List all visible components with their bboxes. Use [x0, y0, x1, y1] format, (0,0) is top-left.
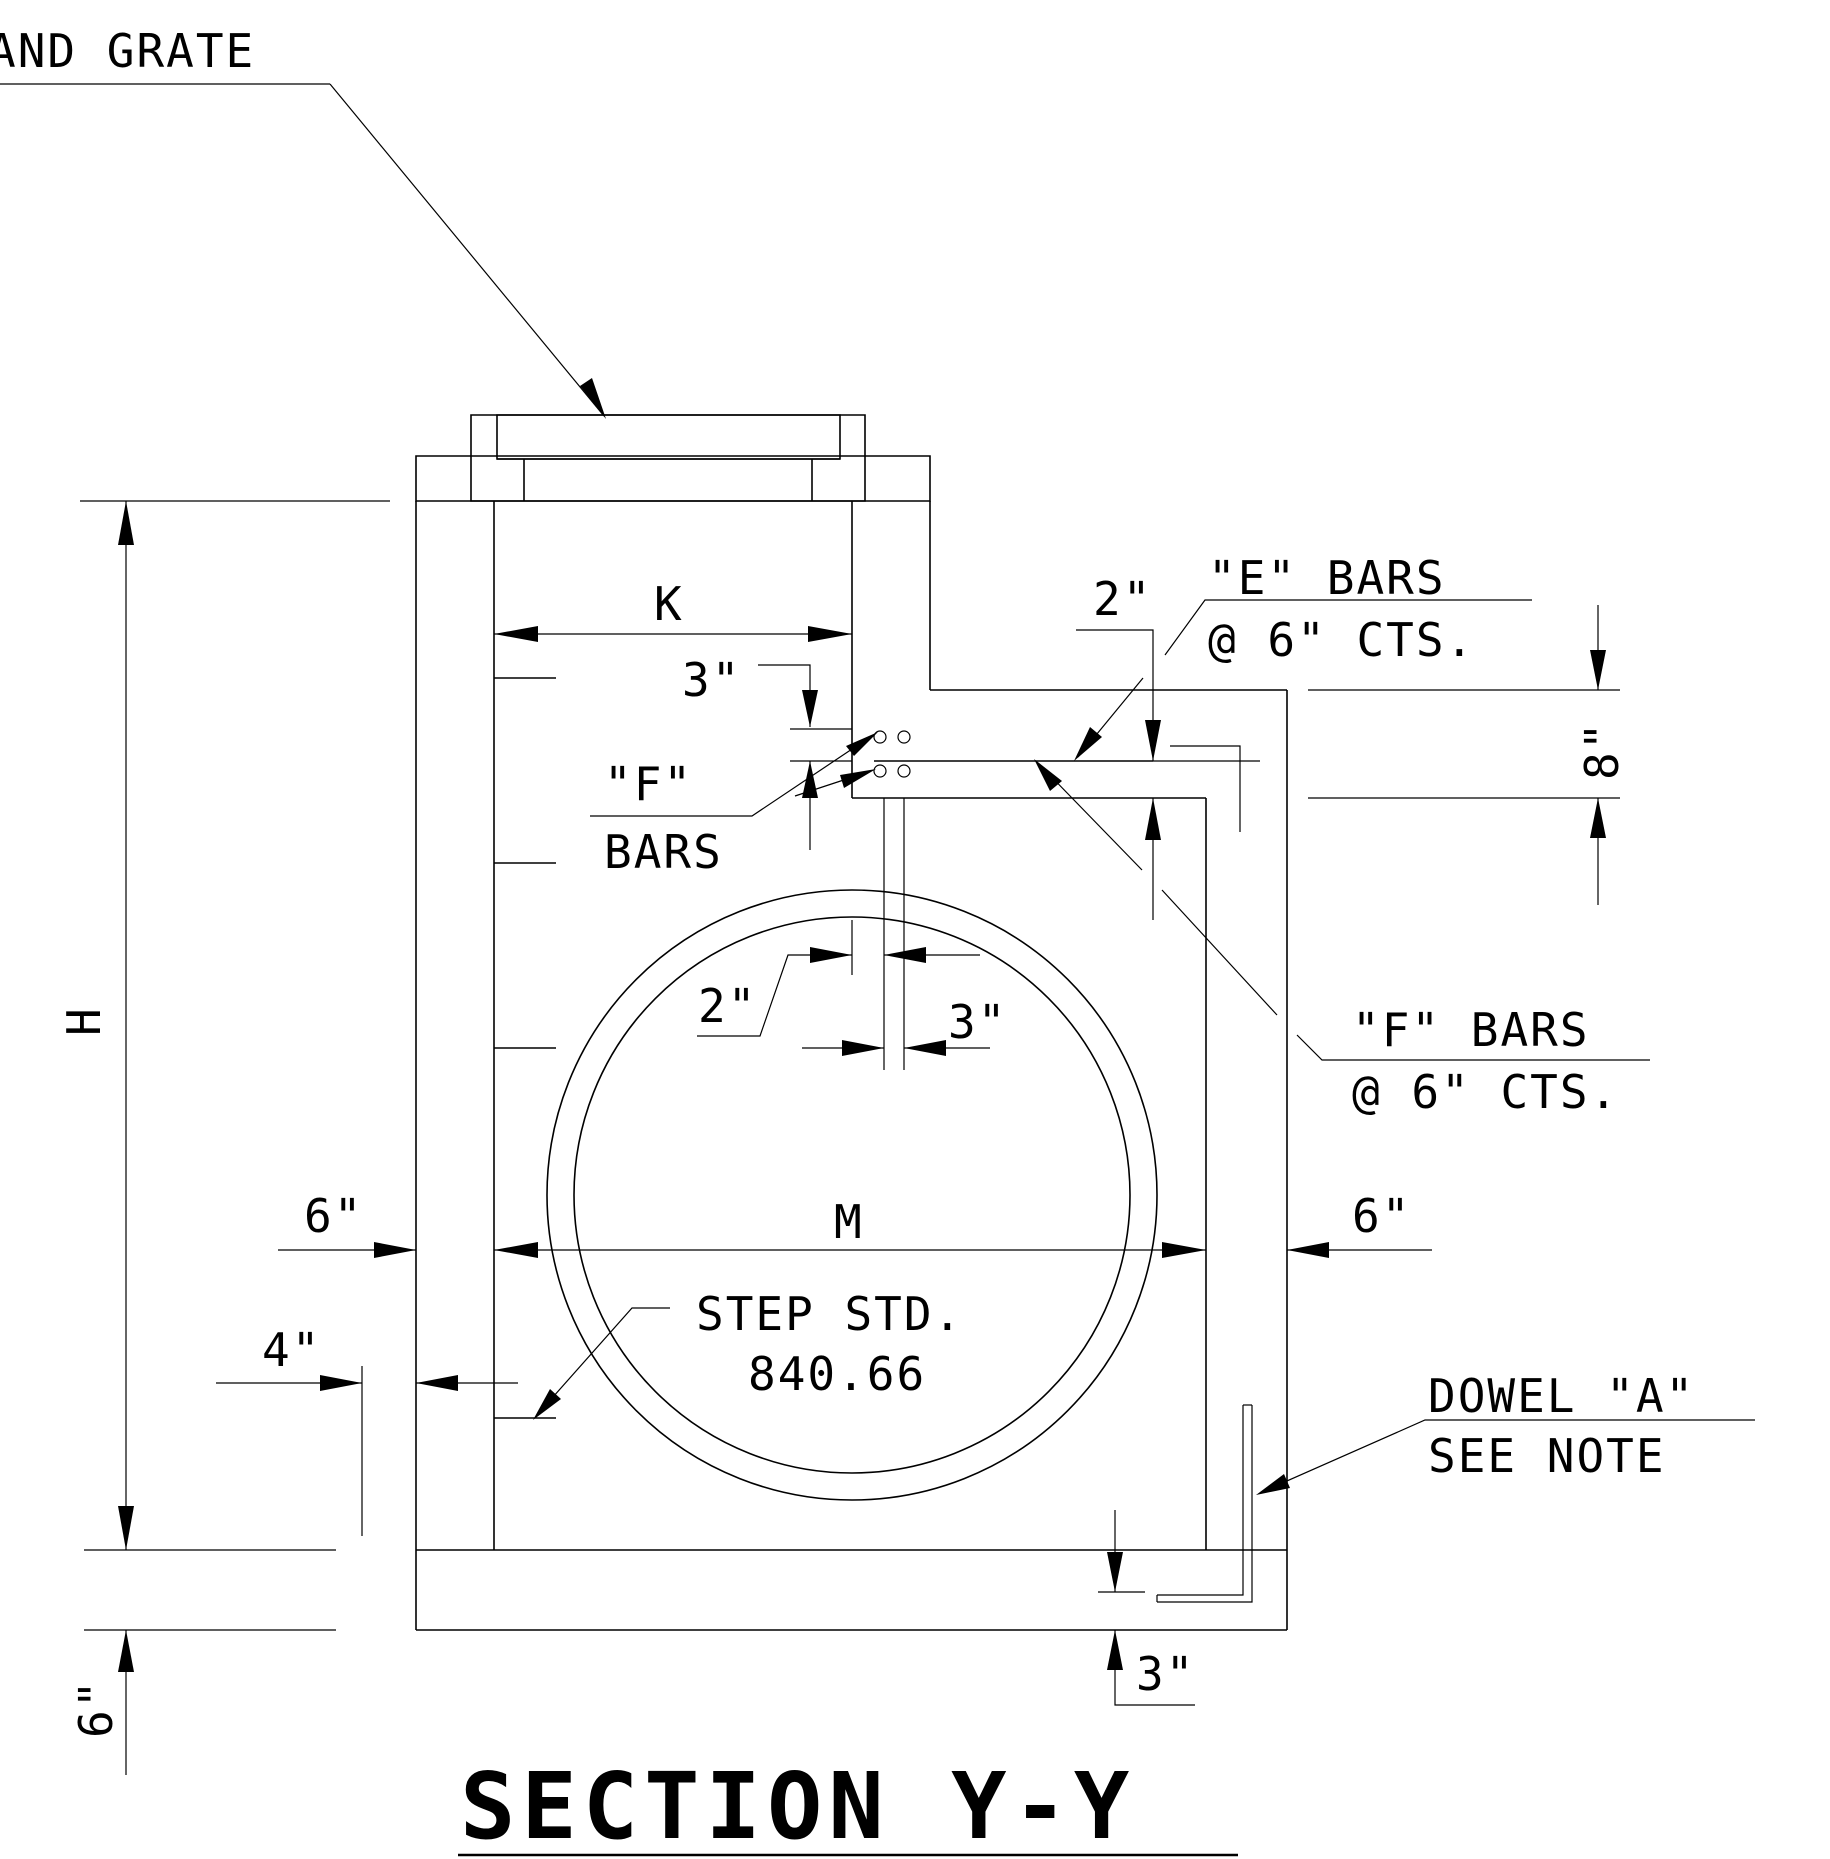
leader-f-bars-top	[590, 732, 878, 816]
title-text: SECTION Y-Y	[460, 1753, 1135, 1859]
label-2in-top: 2"	[1093, 572, 1152, 626]
dimension-3in-mid	[802, 1040, 990, 1056]
dimension-3in-top	[758, 665, 852, 850]
label-2in-mid: 2"	[698, 979, 757, 1033]
dimension-6in-bottom	[84, 1630, 336, 1775]
leader-dowel	[1256, 1420, 1755, 1495]
dimension-6in-right	[1287, 1242, 1432, 1258]
dimension-h	[80, 501, 390, 1550]
label-e-bars-2: @ 6" CTS.	[1208, 613, 1475, 667]
label-dowel-1: DOWEL "A"	[1428, 1369, 1695, 1423]
label-f-bars-right-2: @ 6" CTS.	[1352, 1065, 1619, 1119]
label-8in: 8"	[1575, 721, 1629, 780]
label-step-2: 840.66	[748, 1347, 926, 1401]
steps	[494, 678, 556, 1418]
dimension-8in	[1308, 605, 1620, 905]
label-3in-top: 3"	[682, 653, 741, 707]
label-dim-m: M	[834, 1195, 864, 1249]
label-dim-k: K	[654, 577, 684, 631]
dimension-3in-bottom	[1098, 1510, 1195, 1705]
dimension-k	[494, 626, 852, 642]
label-dim-h: H	[57, 1006, 111, 1036]
dimension-6in-left	[278, 1242, 416, 1258]
label-6in-left: 6"	[304, 1189, 363, 1243]
structure-walls	[416, 501, 1287, 1630]
label-e-bars-1: "E" BARS	[1208, 551, 1446, 605]
label-f-bars-top-1: "F"	[604, 757, 693, 811]
label-step-1: STEP STD.	[696, 1287, 963, 1341]
dimension-2in-mid	[697, 920, 980, 1036]
section-title: SECTION Y-Y	[458, 1753, 1238, 1859]
label-dowel-2: SEE NOTE	[1428, 1429, 1666, 1483]
rebar-details	[874, 731, 1252, 1602]
label-6in-bottom: 6"	[69, 1679, 123, 1738]
labels: AND GRATE H K M "E" BARS @ 6" CTS. "F" B…	[0, 24, 1695, 1738]
label-3in-mid: 3"	[948, 995, 1007, 1049]
label-f-bars-top-2: BARS	[604, 825, 723, 879]
label-3in-bottom: 3"	[1136, 1647, 1195, 1701]
leader-f-bars-right	[1034, 759, 1650, 1060]
dimension-2in-top	[1076, 630, 1260, 920]
label-4in: 4"	[262, 1323, 321, 1377]
label-frame-grate: AND GRATE	[0, 24, 255, 78]
leader-e-bars	[1074, 600, 1532, 761]
dimension-4in	[216, 1366, 518, 1536]
label-6in-right: 6"	[1352, 1189, 1411, 1243]
label-f-bars-right-1: "F" BARS	[1352, 1003, 1590, 1057]
pipe-opening	[547, 890, 1157, 1500]
leader-step	[533, 1308, 670, 1420]
dimension-m	[494, 1242, 1206, 1258]
frame-and-grate	[416, 415, 930, 501]
